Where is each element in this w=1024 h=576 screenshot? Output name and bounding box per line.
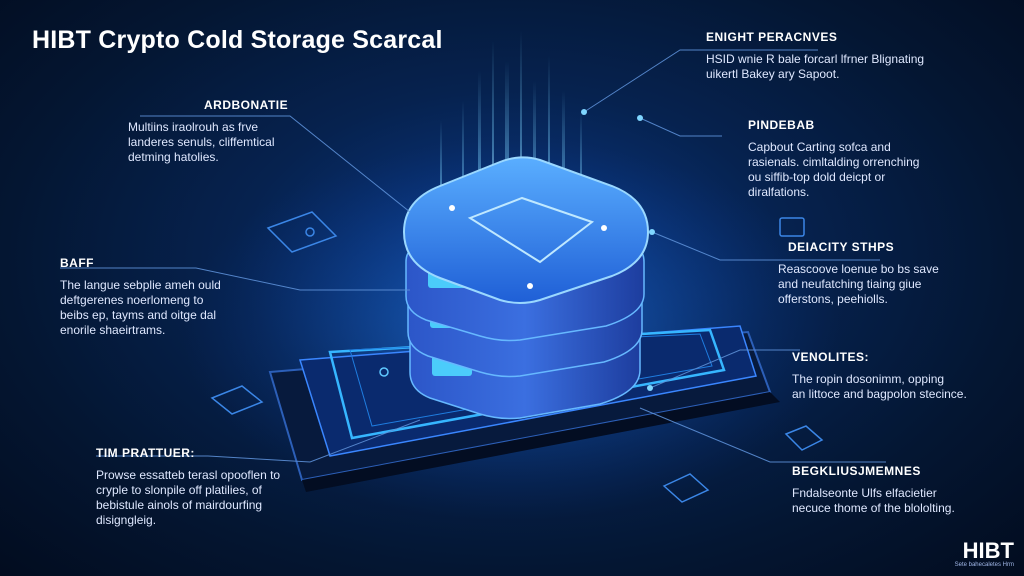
- feature-body: Reascoove loenue bo bs save and neufatch…: [778, 262, 939, 306]
- feature-block-right-5: BEGKLIUSJMEMNES Fndalseonte Ulfs elfacie…: [792, 464, 992, 516]
- feature-block-right-3: DEIACITY STHPS Reascoove loenue bo bs sa…: [778, 240, 998, 307]
- feature-heading: ENIGHT PERACNVES: [706, 30, 838, 44]
- lock-icon: [779, 217, 805, 237]
- feature-body: Multiins iraolrouh as frve landeres senu…: [128, 120, 275, 164]
- feature-heading: BAFF: [60, 256, 94, 270]
- feature-block-right-4: VENOLITES: The ropin dosonimm, opping an…: [792, 350, 992, 402]
- feature-body: HSID wnie R bale forcarl lfrner Blignati…: [706, 52, 925, 81]
- feature-heading: BEGKLIUSJMEMNES: [792, 464, 921, 478]
- feature-body: Capbout Carting sofca and rasienals. cim…: [748, 140, 920, 199]
- brand-logo: HIBT Sete bahecaletes Hrm: [954, 538, 1014, 569]
- feature-body: The langue sebplie ameh ould deftgerenes…: [60, 278, 221, 337]
- floating-icons: [210, 211, 824, 503]
- cube-icon: [210, 385, 264, 415]
- feature-heading: TIM PRATTUER:: [96, 446, 195, 460]
- brand-name: HIBT: [962, 538, 1014, 563]
- feature-heading: ARDBONATIE: [204, 98, 289, 112]
- feature-block-right-1: ENIGHT PERACNVES HSID wnie R bale forcar…: [706, 30, 966, 82]
- page-title: HIBT Crypto Cold Storage Scarcal: [32, 26, 443, 54]
- feature-block-right-2: PINDEBAB Capbout Carting sofca and rasie…: [748, 118, 978, 200]
- card-icon: [266, 211, 338, 253]
- feature-heading: DEIACITY STHPS: [788, 240, 895, 254]
- shield-icon: [784, 425, 824, 451]
- feature-body: Fndalseonte Ulfs elfacietier necuce thom…: [792, 486, 955, 515]
- feature-body: The ropin dosonimm, opping an littoce an…: [792, 372, 967, 401]
- wallet-icon: [662, 473, 710, 503]
- feature-block-left-1: ARDBONATIE Multiins iraolrouh as frve la…: [128, 98, 358, 165]
- light-beams: [440, 30, 582, 230]
- feature-body: Prowse essatteb terasl opooflen to crypl…: [96, 468, 281, 527]
- connector-lines: [60, 49, 886, 463]
- server-stack: [402, 156, 650, 420]
- feature-heading: PINDEBAB: [748, 118, 815, 132]
- feature-block-left-3: TIM PRATTUER: Prowse essatteb terasl opo…: [96, 446, 336, 528]
- feature-block-left-2: BAFF The langue sebplie ameh ould deftge…: [60, 256, 300, 338]
- brand-tagline: Sete bahecaletes Hrm: [954, 562, 1014, 568]
- feature-heading: VENOLITES:: [792, 350, 870, 364]
